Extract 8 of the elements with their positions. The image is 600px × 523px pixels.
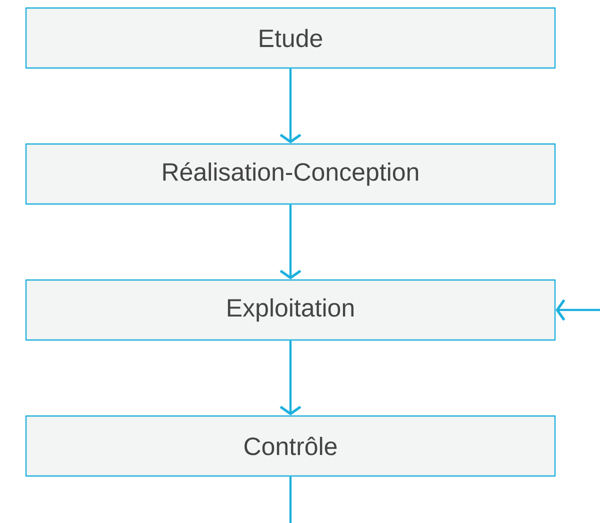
process-box: Etude [25, 7, 556, 69]
process-box: Exploitation [25, 279, 556, 341]
arrow [556, 299, 600, 321]
process-box: Contrôle [25, 415, 556, 477]
arrow [280, 340, 302, 416]
arrow [280, 204, 302, 280]
arrow [280, 68, 302, 144]
process-box: Réalisation-Conception [25, 143, 556, 205]
